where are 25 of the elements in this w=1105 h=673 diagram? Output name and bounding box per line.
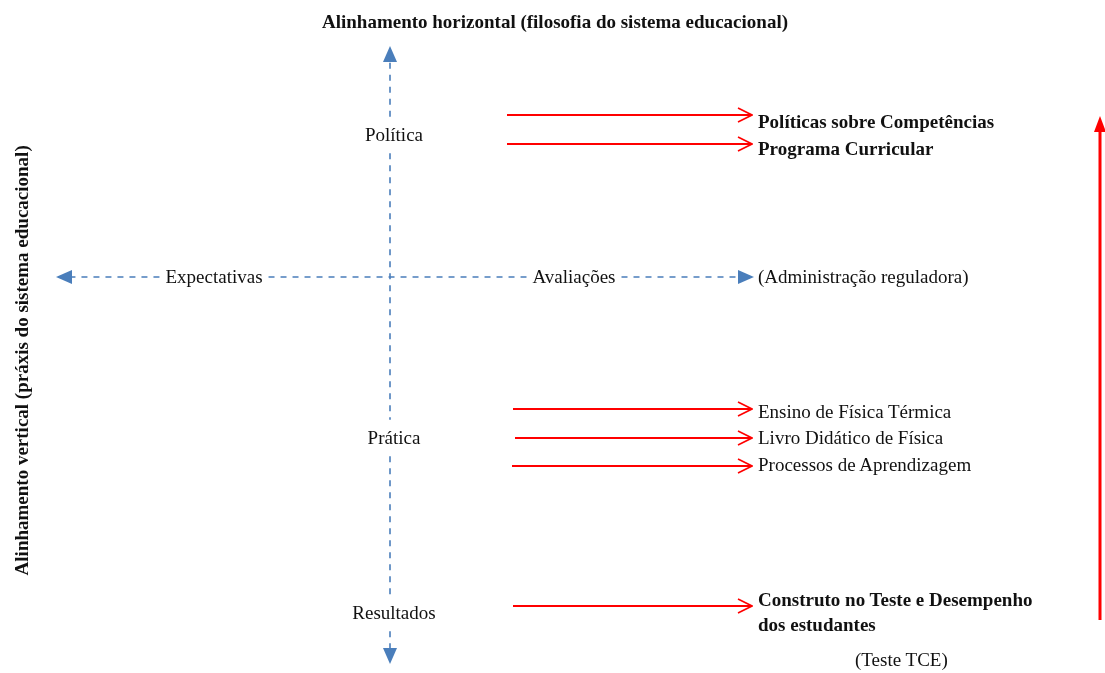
node-label: Resultados	[352, 600, 436, 625]
dashed-arrow	[383, 630, 397, 664]
node-label: Livro Didático de Física	[758, 425, 944, 450]
node-label: Programa Curricular	[758, 136, 934, 161]
arrow	[514, 430, 753, 446]
node-label: Avaliações	[532, 264, 616, 289]
dashed-arrow	[56, 270, 161, 284]
arrow	[506, 107, 753, 123]
dashed-arrow	[383, 46, 397, 118]
node-label: Prática	[367, 425, 421, 450]
arrow	[512, 401, 753, 417]
node-label: Construto no Teste e Desempenho dos estudantes	[758, 588, 1034, 637]
node-label: Políticas sobre Competências	[758, 109, 995, 134]
node-label: Ensino de Física Térmica	[758, 399, 952, 424]
node-note: (Teste TCE)	[855, 648, 948, 672]
diagram-title: Alinhamento horizontal (filosofia do sistema educacional)	[322, 10, 788, 34]
arrow	[512, 598, 753, 614]
arrow	[511, 458, 753, 474]
node-label: Expectativas	[165, 264, 263, 289]
node-label: (Administração reguladora)	[758, 264, 969, 289]
dashed-arrow	[620, 270, 754, 284]
axis-label: Alinhamento vertical (práxis do sistema educacional)	[9, 144, 33, 576]
arrow	[506, 136, 753, 152]
node-label: Política	[364, 122, 424, 147]
node-label: Processos de Aprendizagem	[758, 452, 972, 477]
